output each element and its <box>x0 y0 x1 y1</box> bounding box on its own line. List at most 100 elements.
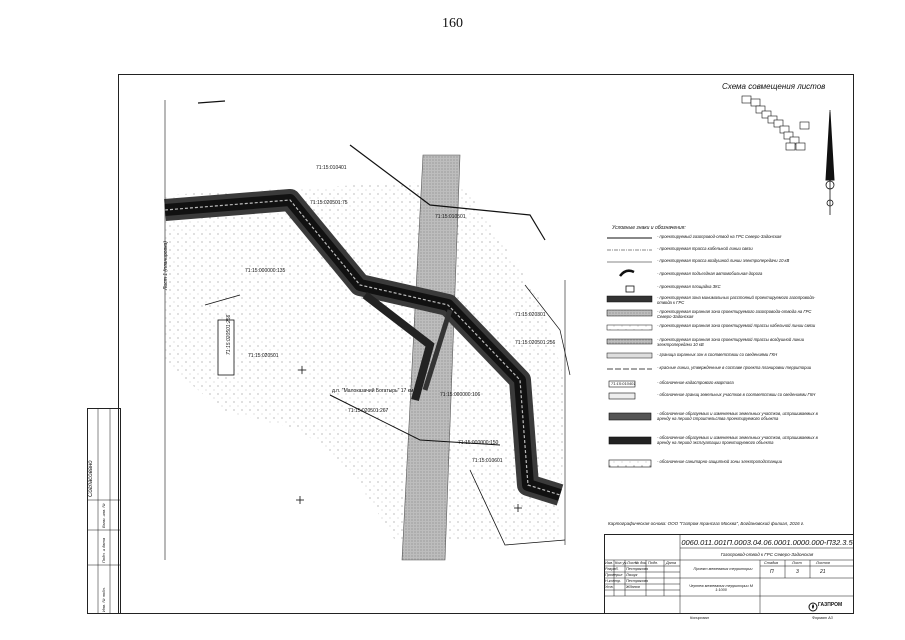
agreed-label: Согласовано <box>88 460 94 497</box>
tb-header: № док. <box>635 561 648 565</box>
document-code: 0060.011.001П.0003.04.06.0001.0000.000-П… <box>681 538 853 547</box>
tb-header: Изм. <box>605 561 614 565</box>
pipeline-axis <box>164 199 561 496</box>
title-block <box>604 534 854 614</box>
stage-header: Стадия <box>764 561 779 565</box>
boundary-line <box>524 284 571 376</box>
tb-name: Ляшук <box>626 573 638 577</box>
stage-header: Листов <box>816 561 830 565</box>
boundary-line <box>349 144 546 241</box>
legend-item: - проектируемая трасса кабельной линии с… <box>605 245 825 257</box>
legend-symbol-label: 71:15:010401 <box>611 381 636 386</box>
boundary-line <box>329 394 501 446</box>
terrain-points <box>165 180 565 540</box>
legend-item: - обозначение кадастрового квартала <box>605 379 825 391</box>
legend-text: - красные линии, утвержденные в составе … <box>657 365 812 370</box>
stage-value: П <box>770 569 774 575</box>
secondary-corridor <box>362 291 435 402</box>
legend-text: - обозначение границ земельных участков … <box>657 392 816 397</box>
legend-item: - проектируемая подъездная автомобильная… <box>605 270 825 282</box>
parcel-label: 71:15:020501:267 <box>348 408 389 414</box>
legend-text: - проектируемая площадка ЗКС <box>657 284 721 289</box>
place-note: д.п. "Малоказачий Богатырь" 17 км <box>332 388 414 394</box>
stamp-grid <box>87 408 121 614</box>
legend-text: - проектируемая подъездная автомобильная… <box>657 271 763 276</box>
stage-value: 3 <box>796 569 799 575</box>
stage-header: Лист <box>792 561 802 565</box>
cadastral-label: 71:15:010501 <box>435 214 466 220</box>
legend-text: - обозначение кадастрового квартала <box>657 380 734 385</box>
legend-text: - проектируемый газопровод-отвод на ГРС … <box>657 234 782 239</box>
legend-text: - проектируемая охранная зона проектируе… <box>657 337 805 347</box>
sheet-scheme-title: Схема совмещения листов <box>722 82 826 91</box>
north-arrow <box>825 110 835 215</box>
tb-header: Дата <box>666 561 677 565</box>
parcel-label: 71:15:020501:75 <box>310 200 348 206</box>
legend-item: - проектируемая охранная зона проектируе… <box>605 308 825 320</box>
company-name: ГАЗПРОМ <box>818 602 843 608</box>
legend-item: - граница охранных зон в соответствии со… <box>605 351 825 363</box>
parcel-label: 71:15:000000:106 <box>440 392 481 398</box>
road-band <box>401 154 461 561</box>
legend-item: - проектируемая площадка ЗКС <box>605 283 825 295</box>
legend-item: - проектируемая трасса воздушной линии э… <box>605 257 825 269</box>
legend-text: - проектируемая трасса воздушной линии э… <box>657 258 790 263</box>
legend-item: - обозначение санитарно-защитной зоны эл… <box>605 458 825 470</box>
legend-text: - проектируемая зона минимальных расстоя… <box>657 295 816 305</box>
parcel-label: 71:15:000000:135 <box>245 268 286 274</box>
parcel-box <box>217 319 235 376</box>
tb-role: Проверил <box>605 573 623 577</box>
legend-symbols <box>606 237 653 468</box>
page-number: 160 <box>442 16 463 31</box>
legend-item: - проектируемая зона минимальных расстоя… <box>605 294 825 306</box>
stage-value: 21 <box>820 569 826 575</box>
cadastral-label: 71:15:020301 <box>515 312 546 318</box>
tb-role: Н.контр. <box>605 579 622 583</box>
drawing-sheet-frame <box>118 74 854 614</box>
cadastral-label: 71:15:010601 <box>472 458 503 464</box>
legend-text: - проектируемая трасса кабельной линии с… <box>657 246 753 251</box>
legend-item: - обозначение границ земельных участков … <box>605 391 825 403</box>
tb-name: Пестрякова <box>626 579 648 583</box>
legend-text: - обозначение образуемых и изменяемых зе… <box>657 435 818 445</box>
legend-item: - красные линии, утвержденные в составе … <box>605 364 825 376</box>
stamp-label: Подп. и дата <box>101 537 106 563</box>
legend-text: - обозначение образуемых и изменяемых зе… <box>657 411 818 421</box>
copied-label: Копировал <box>690 616 709 620</box>
legend-text: - проектируемая охранная зона проектируе… <box>657 323 816 328</box>
cadastral-label: 71:15:020501 <box>248 353 279 359</box>
format-label: Формат А3 <box>812 616 833 620</box>
gazprom-logo <box>808 599 848 612</box>
legend-item: - проектируемая охранная зона проектируе… <box>605 336 825 348</box>
tb-role: Разраб. <box>605 567 619 571</box>
tb-header: Лист <box>627 561 637 565</box>
grid-crosses <box>296 366 522 512</box>
parcel-label: 71:15:020501:256 <box>515 340 556 346</box>
project-name: Газопровод-отвод к ГРС Северо-Задонская <box>720 552 814 557</box>
legend-item: - обозначение образуемых и изменяемых зе… <box>605 410 825 422</box>
tb-name: Жданов <box>626 585 640 589</box>
legend-text: - обозначение санитарно-защитной зоны эл… <box>657 459 783 464</box>
flame-icon <box>808 602 818 612</box>
parcel-label: 71:15:000000:150 <box>458 440 499 446</box>
legend-title: Условные знаки и обозначения: <box>612 225 686 231</box>
title-block-grid <box>604 534 854 614</box>
tb-role: Утв. <box>605 585 614 589</box>
stamp-label: Инв. № подл. <box>101 587 106 612</box>
legend-text: - граница охранных зон в соответствии со… <box>657 352 778 357</box>
approval-stamp-block <box>87 408 121 614</box>
tb-name: Пестрякова <box>626 567 648 571</box>
side-note: Лист 1 (планировка) <box>163 241 169 290</box>
sheet-scheme <box>741 95 810 151</box>
parcel-box-label: 71:15:020501:256 <box>226 314 232 355</box>
sheet-title: Проект межевания территории <box>693 567 753 571</box>
legend-item: - проектируемая охранная зона проектируе… <box>605 322 825 334</box>
stamp-label: Взам. инв. № <box>101 503 106 528</box>
legend-text: - проектируемая охранная зона проектируе… <box>657 309 812 319</box>
boundary-line <box>469 469 566 546</box>
tb-header: Подп. <box>648 561 659 565</box>
source-note: Картографическая основа: ООО "Газпром тр… <box>608 521 805 526</box>
drawing-title: Чертеж межевания территории М 1:1000 <box>689 584 753 592</box>
tb-header: Кол.уч. <box>615 561 628 565</box>
